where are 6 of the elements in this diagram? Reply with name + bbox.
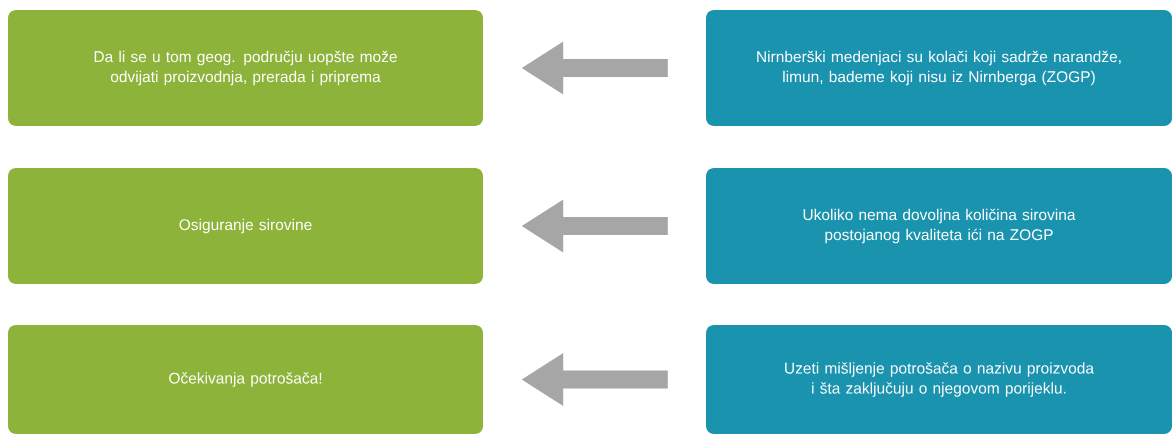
process-box: Ukoliko nema dovoljna količina sirovina postojanog kvaliteta ići na ZOGP	[706, 168, 1172, 284]
process-box: Da li se u tom geog. području uopšte može odvijati proizvodnja, prerada i priprema	[8, 10, 483, 126]
process-box: Uzeti mišljenje potrošača o nazivu proizvoda i šta zaključuju o njegovom porijeklu.	[706, 325, 1172, 434]
process-box: Nirnberški medenjaci su kolači koji sadrže narandže, limun, bademe koji nisu iz Nirnberga (ZOGP)	[706, 10, 1172, 126]
process-box: Osiguranje sirovine	[8, 168, 483, 284]
process-box: Očekivanja potrošača!	[8, 325, 483, 434]
